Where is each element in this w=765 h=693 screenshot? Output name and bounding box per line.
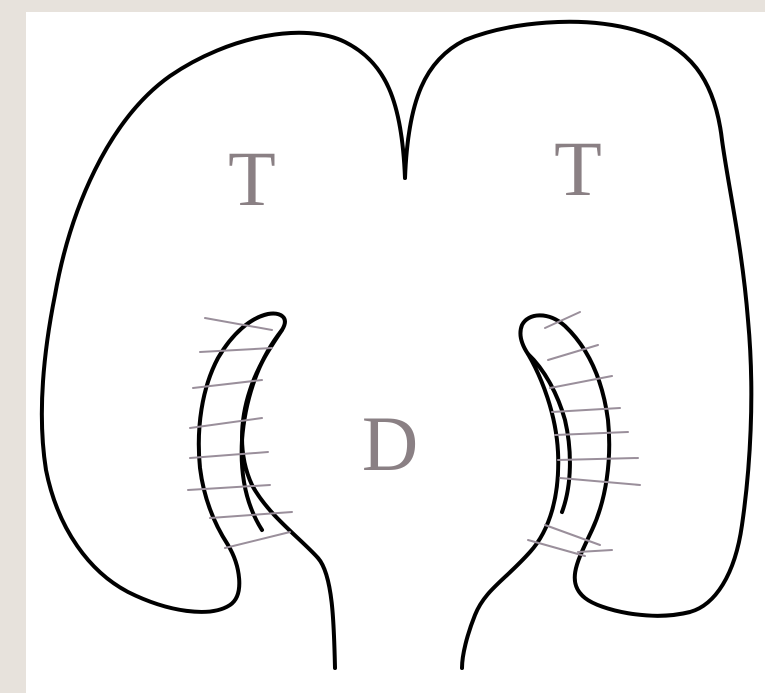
label-center-d: D (362, 400, 418, 487)
label-left-t: T (228, 135, 276, 222)
label-right-t: T (554, 125, 602, 212)
